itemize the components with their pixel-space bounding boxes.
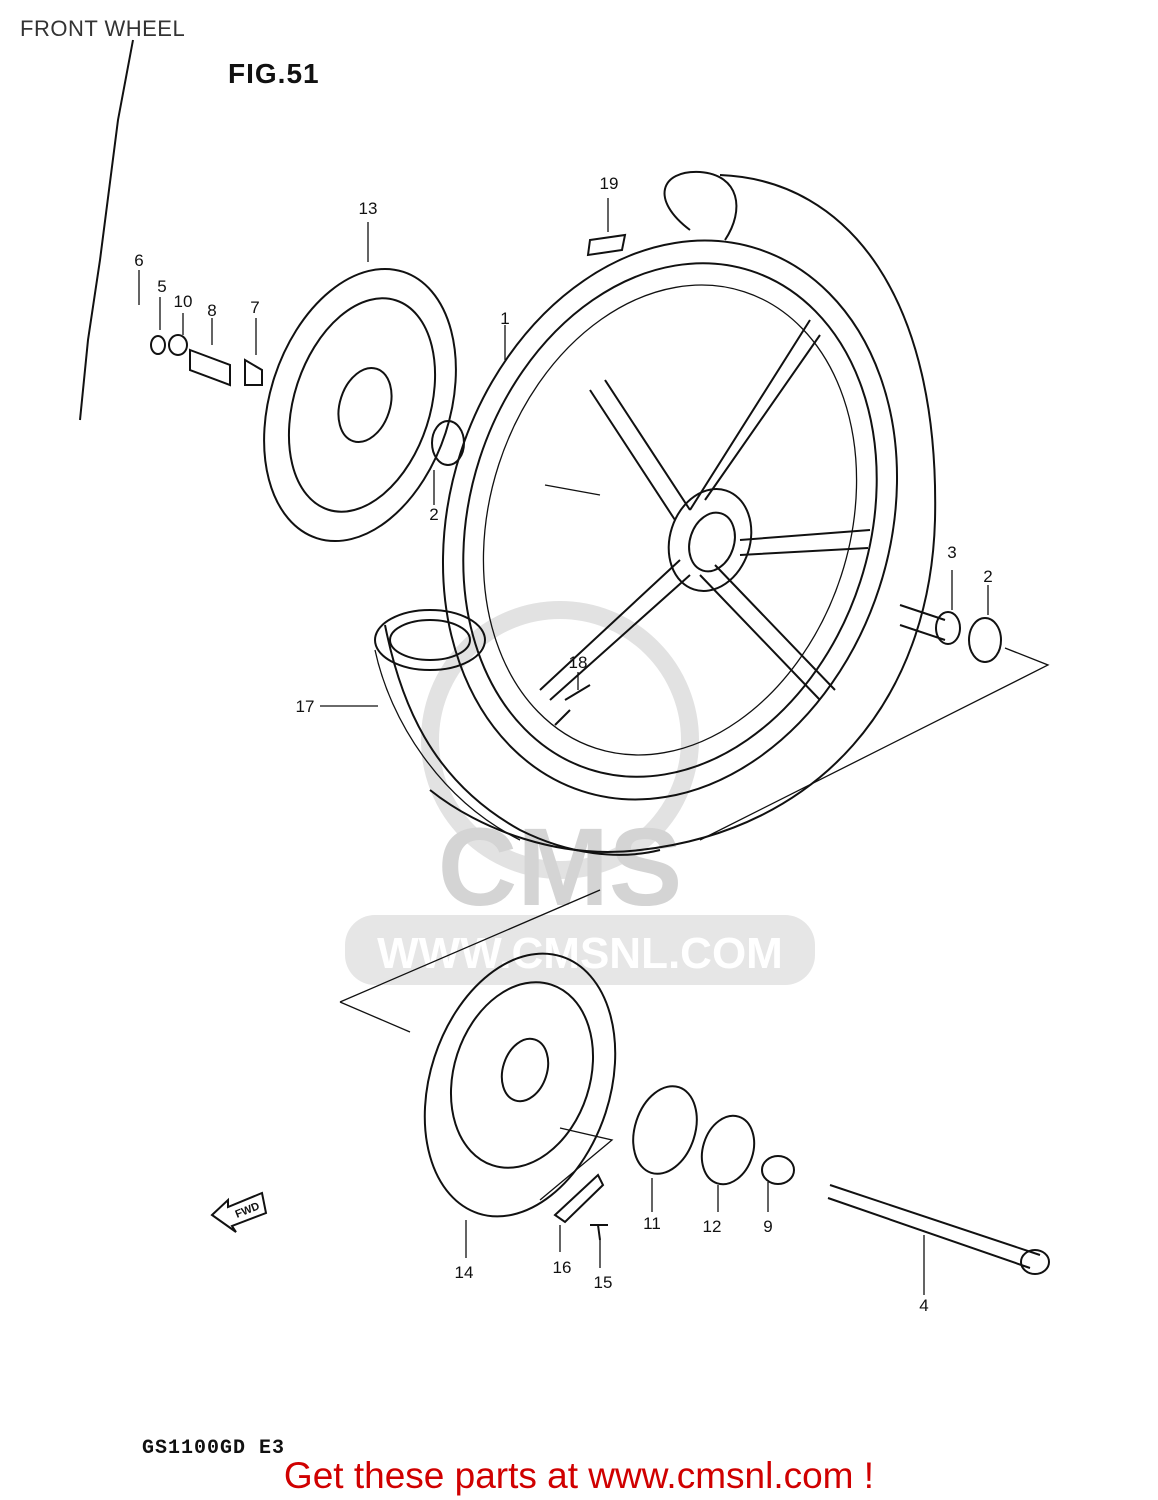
callout-labels: 1 2 2 3 4 5 6 7 8 9 10 11 12 13 14 15 16…: [134, 174, 992, 1315]
brake-disc-left: [263, 267, 457, 543]
watermark-url: WWW.CMSNL.COM: [377, 929, 783, 978]
washer-16: [553, 1173, 605, 1224]
callout-5: 5: [157, 277, 166, 296]
get-parts-link[interactable]: Get these parts at www.cmsnl.com !: [283, 1455, 875, 1496]
callout-2a: 2: [429, 505, 438, 524]
callout-11: 11: [643, 1214, 661, 1233]
callout-8: 8: [207, 301, 216, 320]
tyre: [374, 170, 937, 856]
bearing-right: [968, 617, 1002, 663]
leader-lines: [138, 198, 1050, 1295]
callout-16: 16: [553, 1258, 572, 1277]
callout-13: 13: [359, 199, 378, 218]
collar: [761, 1155, 795, 1185]
page-title: FRONT WHEEL: [20, 16, 186, 41]
callout-9: 9: [763, 1217, 772, 1236]
axle-assembly: [150, 233, 1050, 1275]
callout-4: 4: [919, 1296, 928, 1315]
valve: [554, 684, 591, 726]
callout-6: 6: [134, 251, 143, 270]
figure-label: FIG.51: [228, 58, 320, 89]
callout-1: 1: [500, 309, 509, 328]
wheel-rim: [441, 239, 899, 801]
callout-10: 10: [174, 292, 193, 311]
callout-12: 12: [703, 1217, 722, 1236]
callout-19: 19: [600, 174, 619, 193]
callout-7: 7: [250, 298, 259, 317]
model-code: GS1100GD E3: [142, 1437, 286, 1460]
bolt-15: [590, 1224, 608, 1241]
balancer: [586, 233, 627, 257]
scan-edge-line: [79, 39, 134, 421]
forward-arrow-icon: FWD: [210, 1191, 268, 1233]
callout-17: 17: [296, 697, 315, 716]
watermark-brand: CMS: [438, 806, 682, 929]
callout-3: 3: [947, 543, 956, 562]
callout-18: 18: [569, 653, 588, 672]
speedometer-gearbox: [700, 1114, 756, 1186]
hub-spacer: [189, 348, 231, 387]
watermark-logo: CMS WWW.CMSNL.COM: [345, 601, 815, 985]
dust-seal: [632, 1085, 698, 1175]
bearing-left: [431, 420, 465, 466]
brake-disc-right: [423, 952, 617, 1218]
callout-15: 15: [594, 1273, 613, 1292]
callout-14: 14: [455, 1263, 474, 1282]
callout-2b: 2: [983, 567, 992, 586]
